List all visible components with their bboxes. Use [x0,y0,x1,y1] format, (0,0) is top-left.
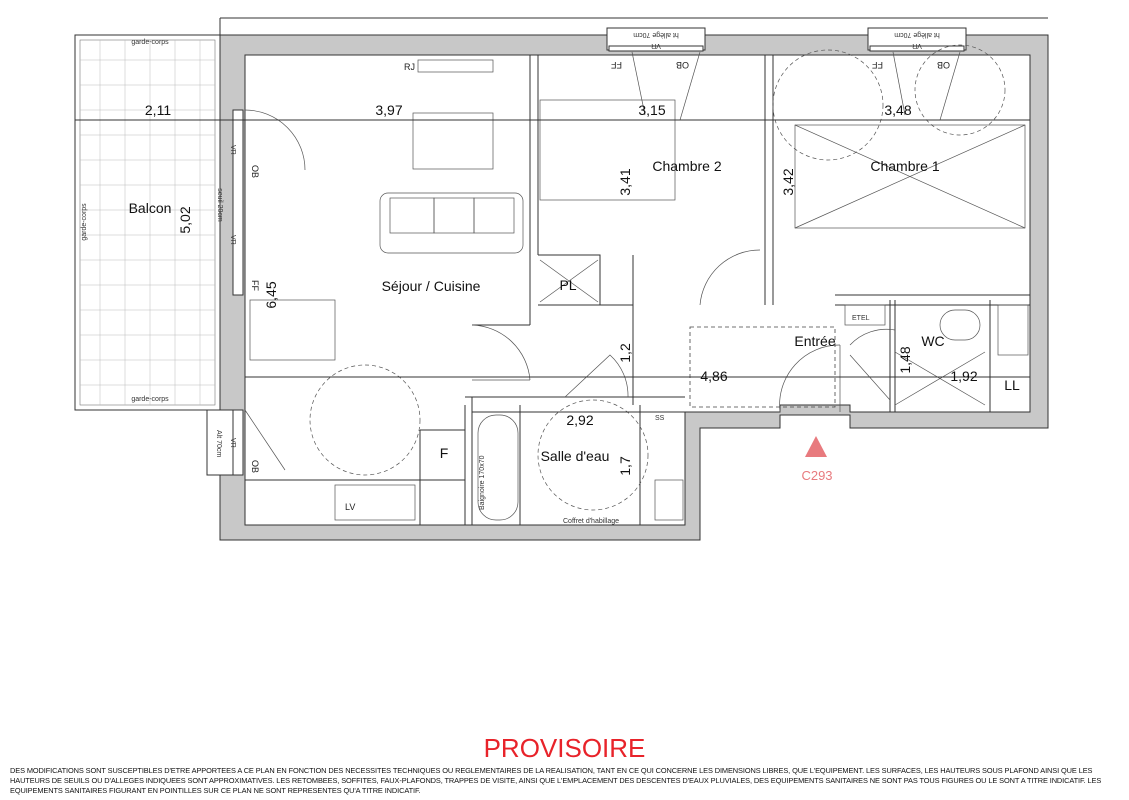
svg-text:FF: FF [872,60,883,70]
dim-sejour-height: 6,45 [263,281,279,308]
dim-entree-width: 4,86 [700,368,727,384]
vr-label: VR [229,235,236,245]
svg-text:Coffret d'habillage: Coffret d'habillage [563,518,619,525]
exterior-walls [219,34,1049,541]
dim-wc-height: 1,48 [897,346,913,373]
garde-corps-label: garde-corps [131,39,169,46]
room-salle-eau: Salle d'eau [541,448,610,464]
dim-balcon-width: 2,11 [145,102,171,118]
allege-label: Alt 70cm [215,430,222,457]
svg-text:Baignoire 170x70: Baignoire 170x70 [479,455,486,510]
svg-text:VR: VR [651,42,661,49]
garde-corps-label: garde-corps [131,396,169,403]
allege-label: ht allège 70cm [894,31,940,38]
dim-chambre2-width: 3,15 [638,102,665,118]
entrance-marker-label: C293 [801,468,832,483]
dim-balcon-height: 5,02 [177,206,193,233]
room-pl: PL [559,277,576,293]
vr-label: VR [229,438,236,448]
entrance-marker-icon [805,436,827,457]
allege-label: ht allège 70cm [633,31,679,38]
svg-text:SS: SS [655,415,665,422]
dimension-lines [75,119,1030,413]
room-balcon: Balcon [129,200,172,216]
balcony [74,34,221,411]
svg-text:ETEL: ETEL [852,315,870,322]
door-swings [471,249,896,413]
status-provisoire: PROVISOIRE [483,733,646,763]
ob-label: OB [250,165,260,178]
room-f: F [440,445,449,461]
furniture [249,44,1029,521]
dim-salle-eau-height: 1,7 [617,456,633,476]
interior-walls [245,55,1030,525]
dim-chambre1-width: 3,48 [884,102,911,118]
dim-chambre1-height: 3,42 [780,168,796,195]
disclaimer: DES MODIFICATIONS SONT SUSCEPTIBLES D'ET… [10,766,1102,795]
svg-text:OB: OB [676,60,689,70]
svg-text:LV: LV [345,502,355,512]
dim-wc-width: 1,92 [950,368,977,384]
room-entree: Entrée [794,333,835,349]
dim-entree-height: 1,2 [617,343,633,363]
svg-text:OB: OB [937,60,950,70]
room-ll: LL [1004,377,1020,393]
room-chambre2: Chambre 2 [652,158,721,174]
seuil-label: seuil 20cm [216,188,223,222]
room-sejour: Séjour / Cuisine [382,278,481,294]
window [232,109,244,296]
room-wc: WC [921,333,944,349]
svg-text:FF: FF [611,60,622,70]
dim-chambre2-height: 3,41 [617,168,633,195]
dim-salle-eau-width: 2,92 [566,412,593,428]
vr-label: VR [229,145,236,155]
window-chambre2 [606,27,706,52]
garde-corps-label: garde-corps [81,203,88,241]
window-chambre1 [867,27,967,52]
svg-text:VR: VR [912,42,922,49]
ob-label: OB [250,460,260,473]
dim-sejour-width: 3,97 [375,102,402,118]
ff-label: FF [250,280,260,291]
svg-text:RJ: RJ [404,62,415,72]
room-chambre1: Chambre 1 [870,158,939,174]
